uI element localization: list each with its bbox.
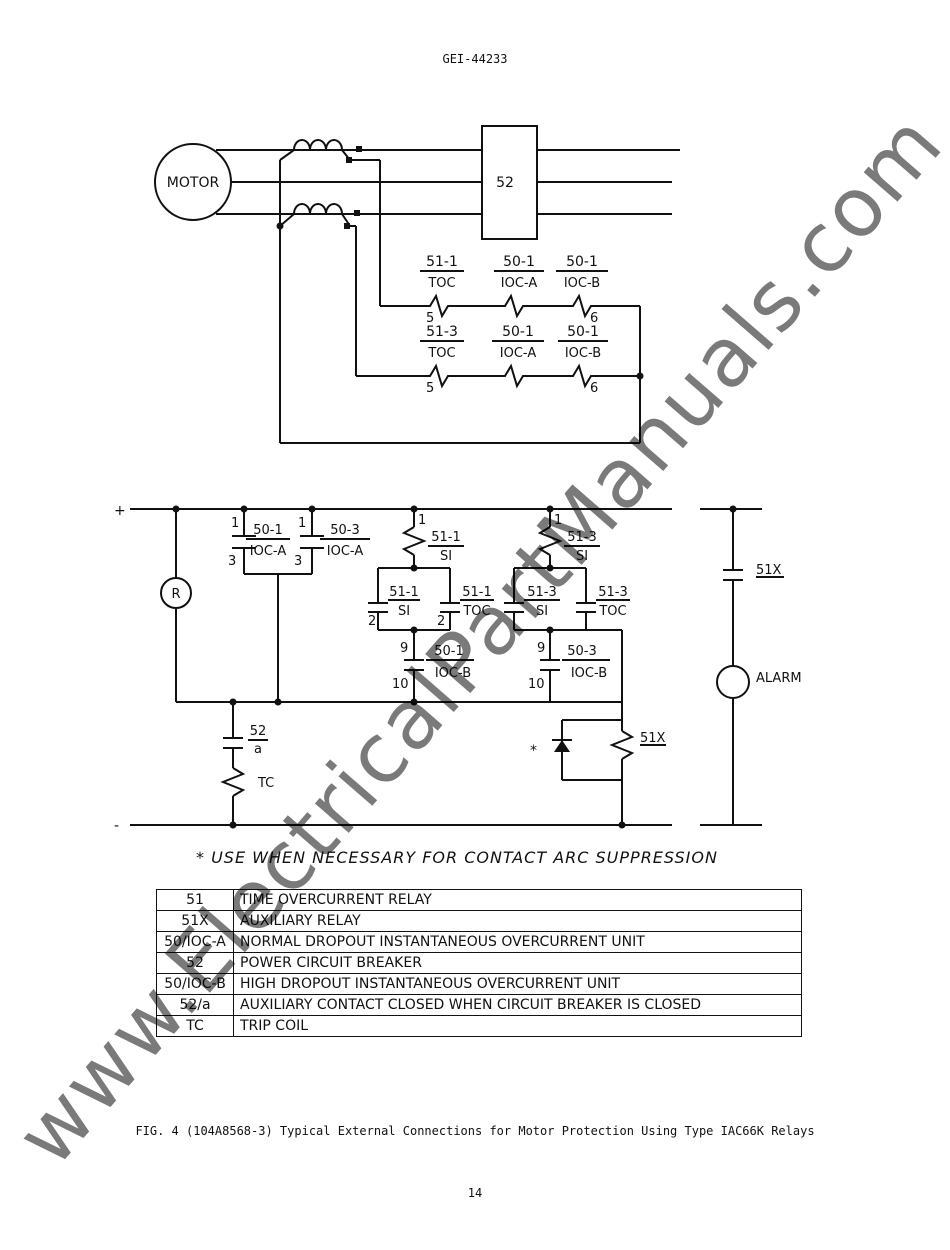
terminal-5-phase1: 5 (426, 311, 434, 326)
c501-type: IOC-A (250, 544, 287, 559)
c503-type: IOC-A (327, 544, 364, 559)
c503b-term-10: 10 (528, 677, 545, 692)
si513-term-1: 1 (554, 513, 562, 528)
relay-50-1-ioca-num: 50-1 (503, 254, 535, 270)
c503-term-3: 3 (294, 554, 302, 569)
relay-50-1-ioca-type: IOC-A (501, 276, 538, 291)
arc-suppression-note: * USE WHEN NECESSARY FOR CONTACT ARC SUP… (196, 848, 718, 867)
page-number: 14 (467, 1186, 483, 1200)
c503b-type: IOC-B (571, 666, 607, 681)
diode-symbol (554, 740, 570, 752)
c503b-num: 50-3 (567, 644, 597, 659)
legend-code: 52/a (156, 994, 234, 1016)
legend-desc: POWER CIRCUIT BREAKER (233, 952, 802, 974)
ct-phase3 (293, 203, 343, 215)
ct-phase1 (293, 139, 343, 151)
suppression-star: * (530, 743, 537, 759)
si511-type: SI (440, 549, 452, 564)
relay-51-1-toc-type: TOC (427, 276, 455, 291)
legend-code: 50/IOC-A (156, 931, 234, 953)
legend-code: 50/IOC-B (156, 973, 234, 995)
legend-code: 51X (156, 910, 234, 932)
si513-num: 51-3 (567, 530, 597, 545)
coil-51x-label: 51X (640, 731, 666, 746)
c511si-term-2: 2 (368, 614, 376, 629)
terminal-6-phase3: 6 (590, 381, 598, 396)
c511toc-type: TOC (462, 604, 490, 619)
breaker-52-box (481, 125, 538, 240)
relay-50-1-iocb-num: 50-1 (566, 254, 598, 270)
motor-label: MOTOR (167, 175, 220, 191)
legend-desc: TIME OVERCURRENT RELAY (233, 889, 802, 911)
c501b-term-9: 9 (400, 641, 408, 656)
document-number: GEI-44233 (442, 52, 508, 66)
relay-51-3-toc-type: TOC (427, 346, 455, 361)
tc-label: TC (257, 776, 274, 791)
c501-term-3: 3 (228, 554, 236, 569)
c503-term-1: 1 (298, 516, 306, 531)
alarm-label: ALARM (756, 671, 802, 686)
contact-51x-label: 51X (756, 563, 782, 578)
plus-label: + (114, 503, 126, 519)
relay-51-1-toc-num: 51-1 (426, 254, 458, 270)
minus-label: - (114, 818, 119, 834)
legend-code: 52 (156, 952, 234, 974)
c513toc-type: TOC (598, 604, 626, 619)
legend-desc: HIGH DROPOUT INSTANTANEOUS OVERCURRENT U… (233, 973, 802, 995)
relay-50-1-iocb-type: IOC-B (564, 276, 600, 291)
relay-50-1-ioca-type-b: IOC-A (500, 346, 537, 361)
figure-caption: FIG. 4 (104A8568-3) Typical External Con… (135, 1124, 815, 1138)
c52a-type: a (254, 742, 262, 757)
c511toc-num: 51-1 (462, 585, 492, 600)
relay-50-1-iocb-type-b: IOC-B (565, 346, 601, 361)
c513si-type: SI (536, 604, 548, 619)
relay-51-3-toc-num: 51-3 (426, 324, 458, 340)
legend-desc: NORMAL DROPOUT INSTANTANEOUS OVERCURRENT… (233, 931, 802, 953)
legend-desc: AUXILIARY RELAY (233, 910, 802, 932)
si511-term-1: 1 (418, 513, 426, 528)
si513-type: SI (576, 549, 588, 564)
legend-code: 51 (156, 889, 234, 911)
terminal-6-phase1: 6 (590, 311, 598, 326)
relay-50-1-iocb-num-b: 50-1 (567, 324, 599, 340)
r-label: R (171, 587, 180, 602)
c511toc-term-2: 2 (437, 614, 445, 629)
legend-code: TC (156, 1015, 234, 1037)
c501-num: 50-1 (253, 523, 283, 538)
c501b-type: IOC-B (435, 666, 471, 681)
c501b-term-10: 10 (392, 677, 409, 692)
terminal-5-phase3: 5 (426, 381, 434, 396)
c511si-type: SI (398, 604, 410, 619)
relay-50-1-ioca-num-b: 50-1 (502, 324, 534, 340)
c511si-num: 51-1 (389, 585, 419, 600)
c501-term-1: 1 (231, 516, 239, 531)
c513si-num: 51-3 (527, 585, 557, 600)
breaker-label: 52 (496, 175, 514, 191)
c503-num: 50-3 (330, 523, 360, 538)
c52a-num: 52 (250, 724, 267, 739)
c501b-num: 50-1 (434, 644, 464, 659)
alarm-symbol (716, 665, 750, 699)
legend-desc: AUXILIARY CONTACT CLOSED WHEN CIRCUIT BR… (233, 994, 802, 1016)
legend-desc: TRIP COIL (233, 1015, 802, 1037)
si511-num: 51-1 (431, 530, 461, 545)
c513toc-num: 51-3 (598, 585, 628, 600)
c503b-term-9: 9 (537, 641, 545, 656)
